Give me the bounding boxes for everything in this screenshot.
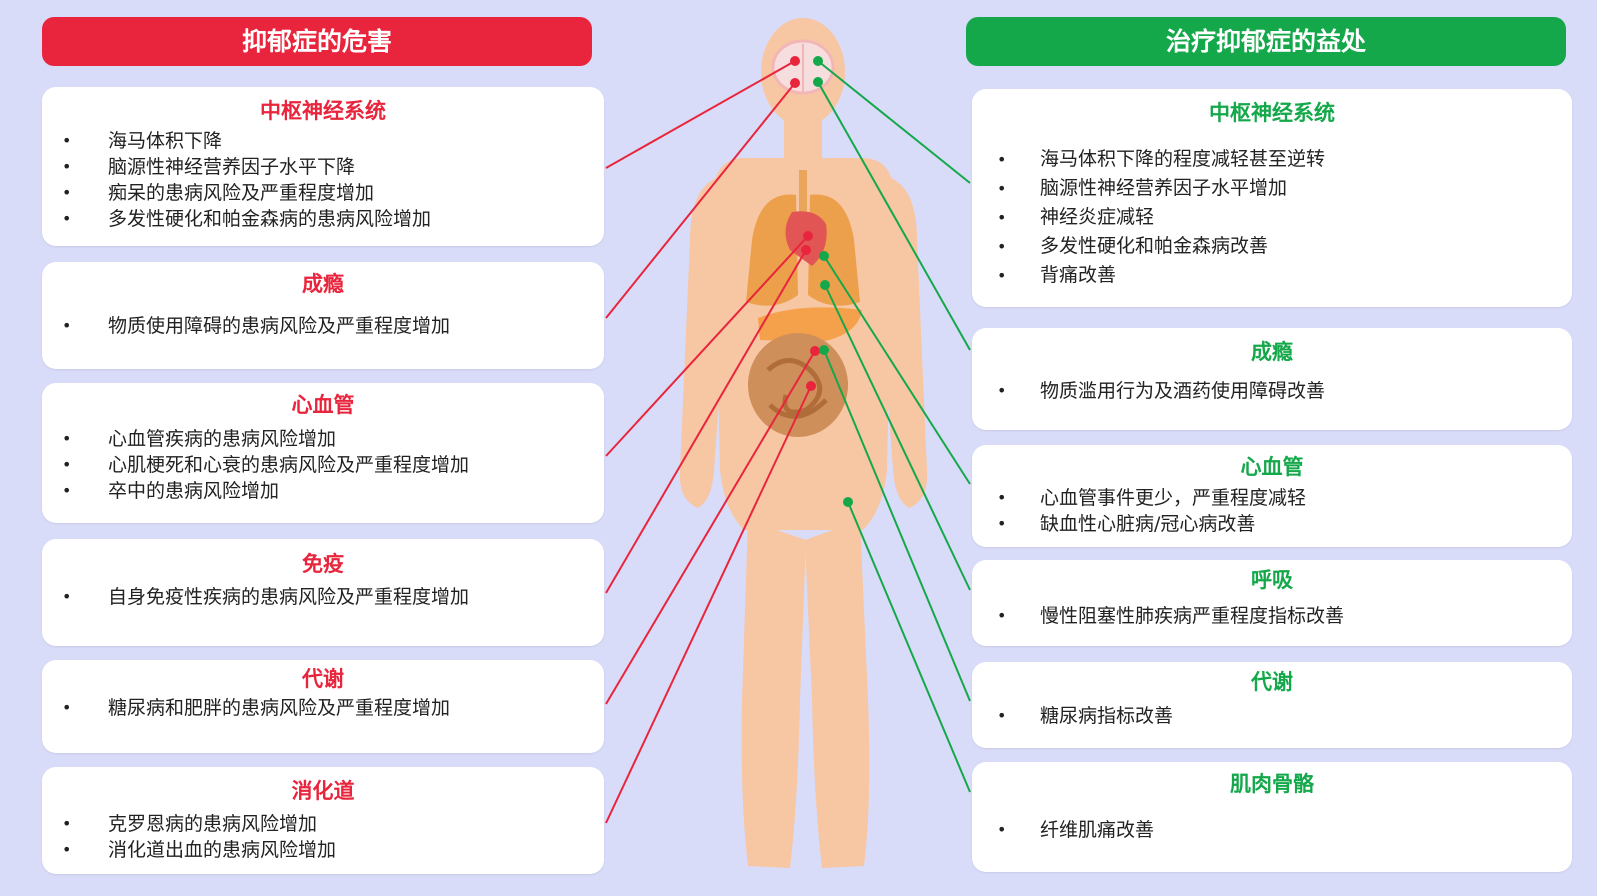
list-item: 痴呆的患病风险及严重程度增加 [42, 180, 604, 206]
list-item: 背痛改善 [972, 261, 1572, 290]
benefit-connector-lines [817, 60, 971, 793]
list-item: 多发性硬化和帕金森病改善 [972, 232, 1572, 261]
list-item: 心血管疾病的患病风险增加 [42, 426, 604, 452]
harm-dots [790, 56, 820, 391]
card-title: 呼吸 [1251, 568, 1293, 592]
card-title: 免疫 [302, 552, 344, 576]
card-title: 消化道 [291, 779, 355, 803]
list-item: 消化道出血的患病风险增加 [42, 837, 604, 863]
benefit-card-cardiovascular: 心血管 心血管事件更少，严重程度减轻 缺血性心脏病/冠心病改善 [972, 445, 1572, 547]
benefit-card-musculoskeletal: 肌肉骨骼 纤维肌痛改善 [972, 762, 1572, 872]
card-title: 代谢 [1251, 670, 1293, 694]
card-title: 中枢神经系统 [260, 99, 386, 123]
list-item: 卒中的患病风险增加 [42, 478, 604, 504]
card-title: 中枢神经系统 [1209, 101, 1335, 125]
list-item: 海马体积下降的程度减轻甚至逆转 [972, 145, 1572, 174]
list-item: 心血管事件更少，严重程度减轻 [972, 485, 1572, 511]
list-item: 物质滥用行为及酒药使用障碍改善 [972, 378, 1572, 404]
list-item: 脑源性神经营养因子水平下降 [42, 154, 604, 180]
harm-card-immune: 免疫 自身免疫性疾病的患病风险及严重程度增加 [42, 539, 604, 646]
list-item: 糖尿病和肥胖的患病风险及严重程度增加 [42, 695, 604, 721]
harm-card-cns: 中枢神经系统 海马体积下降 脑源性神经营养因子水平下降 痴呆的患病风险及严重程度… [42, 87, 604, 246]
list-item: 物质使用障碍的患病风险及严重程度增加 [42, 313, 604, 339]
list-item: 海马体积下降 [42, 128, 604, 154]
list-item: 慢性阻塞性肺疾病严重程度指标改善 [972, 603, 1572, 629]
benefit-header: 治疗抑郁症的益处 [966, 17, 1566, 66]
card-title: 代谢 [302, 667, 344, 691]
harm-card-addiction: 成瘾 物质使用障碍的患病风险及严重程度增加 [42, 262, 604, 369]
list-item: 缺血性心脏病/冠心病改善 [972, 511, 1572, 537]
card-title: 成瘾 [1251, 340, 1293, 364]
benefit-dots [813, 56, 853, 507]
harm-header: 抑郁症的危害 [42, 17, 592, 66]
list-item: 自身免疫性疾病的患病风险及严重程度增加 [42, 584, 604, 610]
list-item: 纤维肌痛改善 [972, 817, 1572, 843]
list-item: 心肌梗死和心衰的患病风险及严重程度增加 [42, 452, 604, 478]
benefit-card-respiratory: 呼吸 慢性阻塞性肺疾病严重程度指标改善 [972, 560, 1572, 646]
card-title: 心血管 [1240, 455, 1304, 479]
list-item: 克罗恩病的患病风险增加 [42, 811, 604, 837]
card-title: 心血管 [291, 393, 355, 417]
list-item: 神经炎症减轻 [972, 203, 1572, 232]
list-item: 糖尿病指标改善 [972, 703, 1572, 729]
benefit-card-cns: 中枢神经系统 海马体积下降的程度减轻甚至逆转 脑源性神经营养因子水平增加 神经炎… [972, 89, 1572, 307]
list-item: 多发性硬化和帕金森病的患病风险增加 [42, 206, 604, 232]
harm-card-cardiovascular: 心血管 心血管疾病的患病风险增加 心肌梗死和心衰的患病风险及严重程度增加 卒中的… [42, 383, 604, 523]
harm-card-digestive: 消化道 克罗恩病的患病风险增加 消化道出血的患病风险增加 [42, 767, 604, 874]
card-title: 肌肉骨骼 [1230, 772, 1314, 796]
card-title: 成瘾 [302, 272, 344, 296]
harm-card-metabolism: 代谢 糖尿病和肥胖的患病风险及严重程度增加 [42, 660, 604, 753]
list-item: 脑源性神经营养因子水平增加 [972, 174, 1572, 203]
benefit-card-metabolism: 代谢 糖尿病指标改善 [972, 662, 1572, 748]
human-body [679, 18, 928, 868]
harm-connector-lines [605, 60, 816, 824]
benefit-card-addiction: 成瘾 物质滥用行为及酒药使用障碍改善 [972, 328, 1572, 430]
